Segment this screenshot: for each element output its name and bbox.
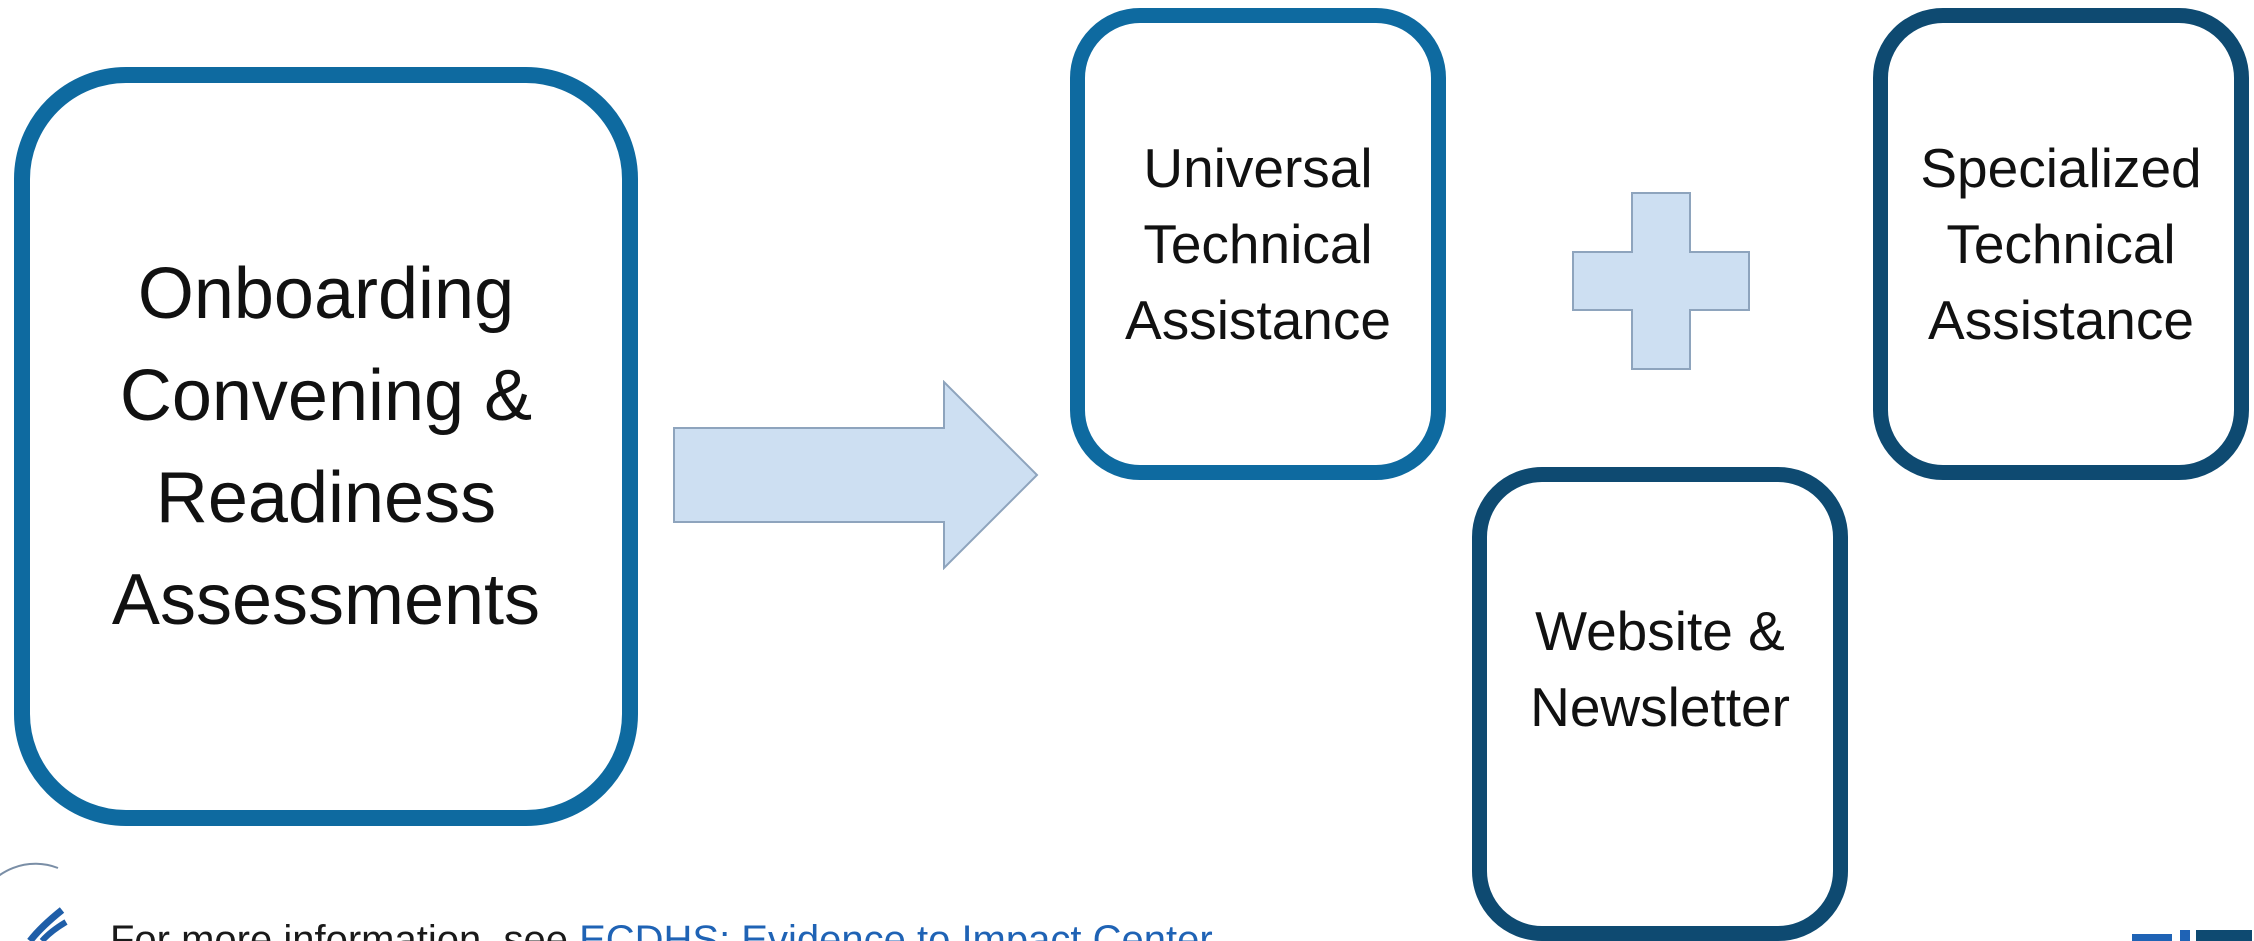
- website-newsletter-box: Website & Newsletter: [1472, 467, 1848, 941]
- specialized-ta-box: Specialized Technical Assistance: [1873, 8, 2249, 480]
- brand-mark-icon: [2132, 930, 2252, 941]
- footer-prefix: For more information, see: [110, 918, 580, 941]
- hhs-seal-icon: [0, 862, 68, 941]
- right-arrow-icon: [673, 380, 1039, 570]
- website-newsletter-label: Website & Newsletter: [1530, 600, 1790, 738]
- specialized-ta-label: Specialized Technical Assistance: [1920, 137, 2202, 351]
- onboarding-label: Onboarding Convening & Readiness Assessm…: [111, 253, 541, 640]
- universal-ta-label: Universal Technical Assistance: [1125, 137, 1391, 351]
- plus-icon: [1572, 192, 1750, 370]
- onboarding-box: Onboarding Convening & Readiness Assessm…: [14, 67, 638, 826]
- evidence-center-link[interactable]: ECDHS: Evidence to Impact Center: [579, 918, 1213, 941]
- footer-note: For more information, see ECDHS: Evidenc…: [110, 916, 1213, 941]
- universal-ta-box: Universal Technical Assistance: [1070, 8, 1446, 480]
